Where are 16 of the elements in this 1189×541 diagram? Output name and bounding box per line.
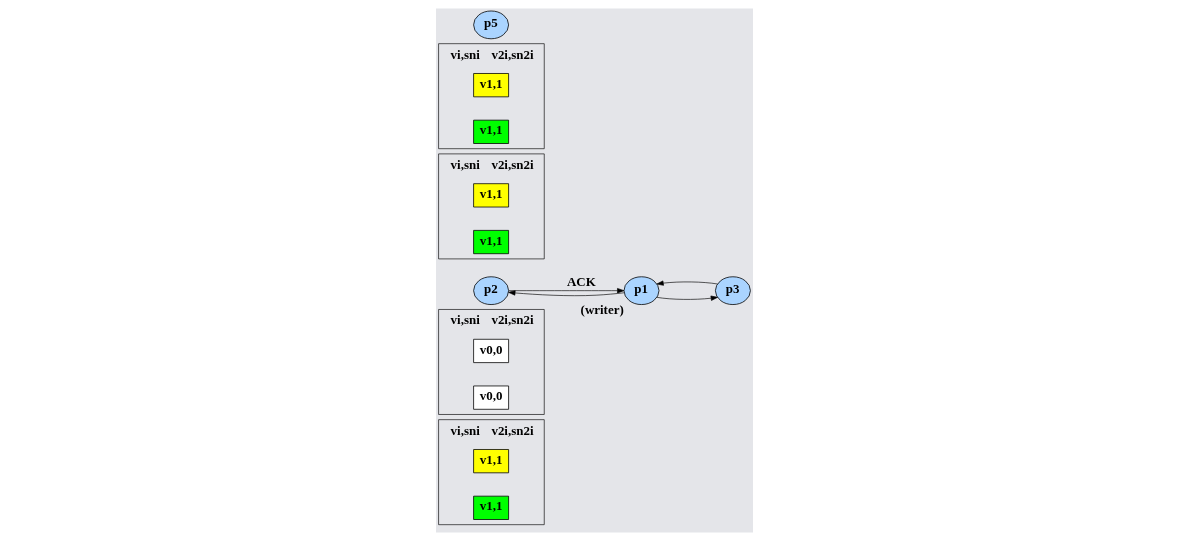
- node-box: v1,1: [473, 183, 509, 208]
- edge-label: ACK: [566, 274, 596, 290]
- node-ellipse: p3: [715, 276, 751, 305]
- node-box: v1,1: [473, 230, 509, 255]
- node-box: v1,1: [473, 119, 509, 144]
- node-box: v1,1: [473, 73, 509, 98]
- arrow: [656, 280, 718, 286]
- node-ellipse: p1: [623, 276, 660, 305]
- node-box: v1,1: [473, 449, 509, 474]
- node-label: (writer): [580, 302, 624, 318]
- node-ellipse: p5: [473, 10, 509, 40]
- node-box: v0,0: [473, 385, 509, 410]
- arrow: [656, 295, 718, 301]
- node-box: v1,1: [473, 495, 509, 520]
- node-box: v0,0: [473, 338, 509, 363]
- node-ellipse: p2: [473, 276, 509, 305]
